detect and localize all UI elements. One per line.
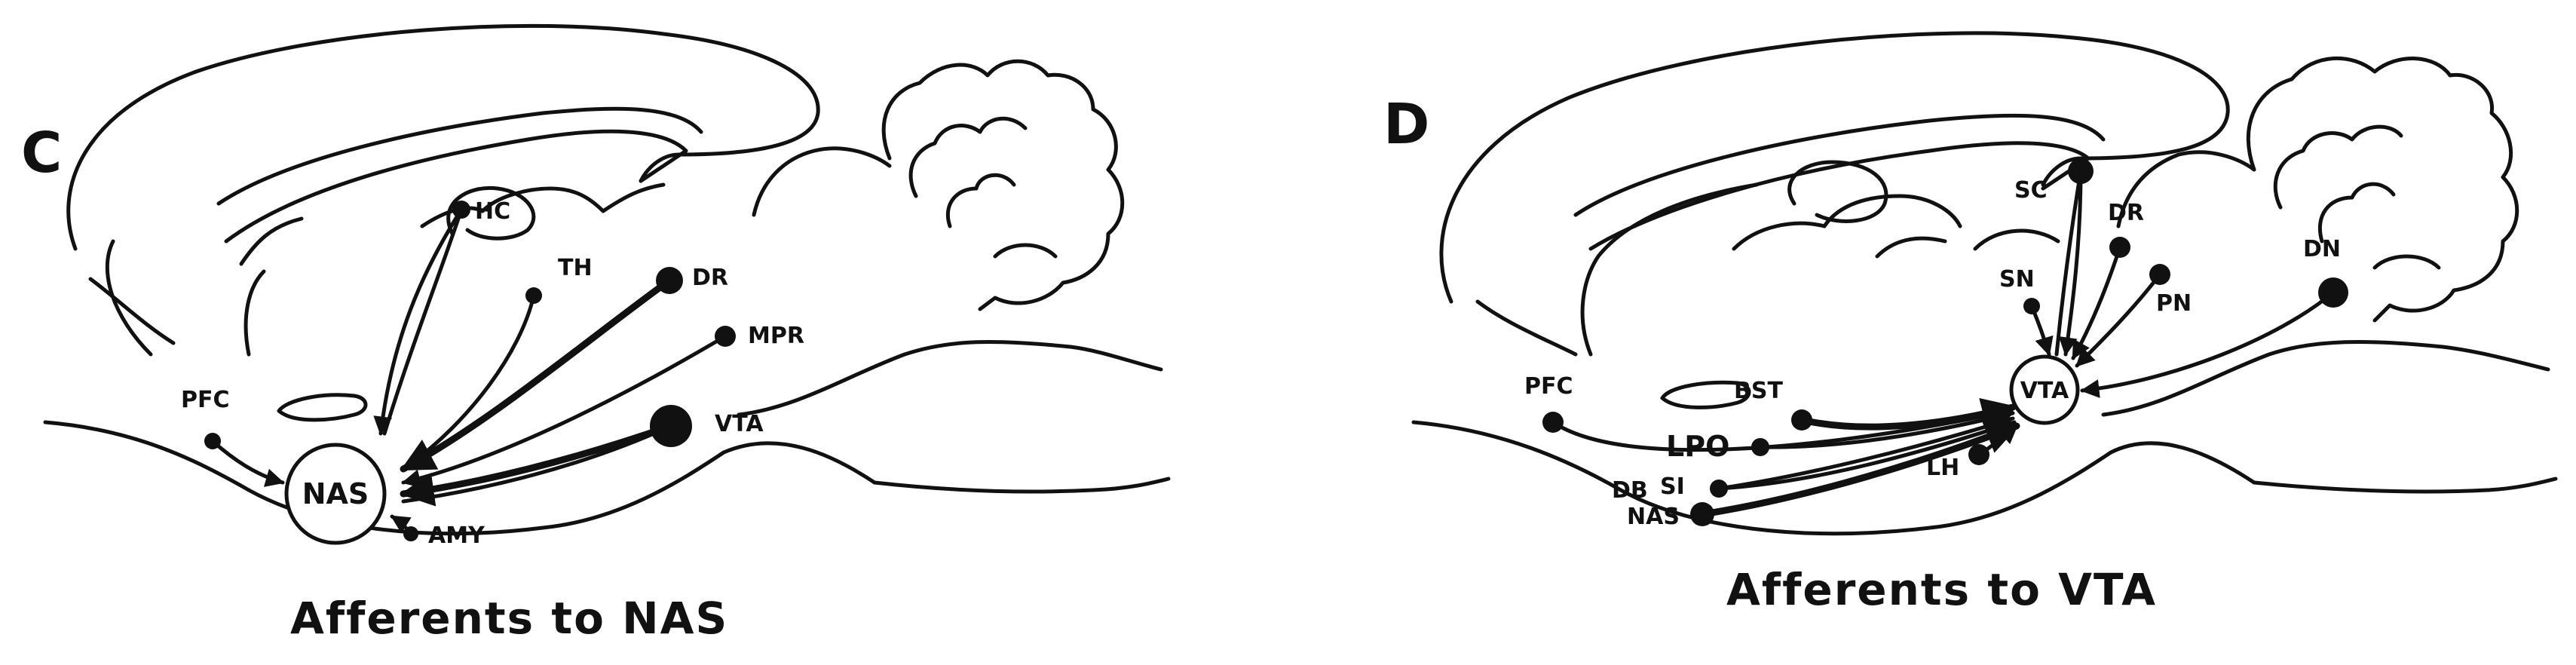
label-pn: PN <box>2156 290 2192 317</box>
node-bst <box>1791 409 1812 431</box>
projection-bst <box>1798 397 2017 431</box>
label-nas-d: NAS <box>1627 504 1680 530</box>
label-lh: LH <box>1926 455 1959 481</box>
node-si <box>1710 480 1728 498</box>
projection-lpo <box>1758 408 2015 449</box>
label-db: DB <box>1612 477 1648 504</box>
node-sn <box>2023 298 2040 314</box>
projection-db <box>1717 420 2017 491</box>
projection-th <box>409 293 536 466</box>
caption-d: Afferents to VTA <box>1726 564 2157 615</box>
projection-pn <box>2075 272 2162 368</box>
brain-outline-d <box>1411 31 2558 536</box>
projection-hc <box>373 207 464 436</box>
label-th: TH <box>558 255 593 281</box>
projection-pfc <box>210 439 285 487</box>
projection-sc-2 <box>2054 169 2083 357</box>
projection-sc <box>2058 169 2083 357</box>
label-pfc: PFC <box>181 387 230 413</box>
projection-vta <box>400 422 675 507</box>
node-dr-d <box>2109 237 2130 258</box>
panel-letter-d: D <box>1383 92 1429 157</box>
target-label-d: VTA <box>2020 378 2069 404</box>
label-dn: DN <box>2303 236 2341 262</box>
node-pn <box>2149 264 2170 285</box>
target-vta-d <box>2009 354 2080 425</box>
label-hc: HC <box>475 198 510 225</box>
node-pfc <box>204 433 221 449</box>
projection-dr <box>400 277 673 473</box>
projection-hc-2 <box>382 207 464 436</box>
caption-c: Afferents to NAS <box>290 593 728 644</box>
projection-si <box>1717 414 2015 491</box>
node-amy <box>403 526 418 541</box>
label-lpo: LPO <box>1666 430 1729 463</box>
node-dr <box>656 267 683 294</box>
node-mpr <box>715 326 736 347</box>
label-vta: VTA <box>715 411 764 437</box>
projection-nas <box>1698 421 2020 518</box>
projection-dr-d <box>2071 245 2122 360</box>
label-amy: AMY <box>428 522 485 549</box>
target-label-c: NAS <box>302 477 369 510</box>
label-sc: SC <box>2014 177 2048 204</box>
brain-outline-c <box>43 23 1171 536</box>
projection-vta-2 <box>401 424 673 504</box>
node-nas-d <box>1690 502 1714 526</box>
node-lh <box>1968 444 1989 465</box>
projection-mpr <box>401 334 727 488</box>
node-pfc-d <box>1542 412 1564 433</box>
panel-letter-c: C <box>21 121 62 185</box>
node-sc <box>2068 158 2094 184</box>
label-pfc-d: PFC <box>1524 373 1573 400</box>
label-dr-d: DR <box>2108 200 2144 226</box>
node-dn <box>2318 277 2348 308</box>
projection-dn <box>2080 290 2336 398</box>
label-mpr: MPR <box>748 323 804 349</box>
node-th <box>525 287 542 304</box>
panel-c: C NAS <box>21 23 1171 644</box>
panel-d: D VTA <box>1383 31 2558 615</box>
node-lpo <box>1751 438 1769 456</box>
projections-d <box>1551 169 2336 518</box>
target-nas-c <box>284 443 387 545</box>
node-hc <box>452 201 470 219</box>
label-sn: SN <box>1999 266 2035 293</box>
label-dr: DR <box>692 265 728 291</box>
label-si: SI <box>1660 473 1685 500</box>
label-bst: BST <box>1734 378 1783 404</box>
node-vta <box>650 405 692 447</box>
